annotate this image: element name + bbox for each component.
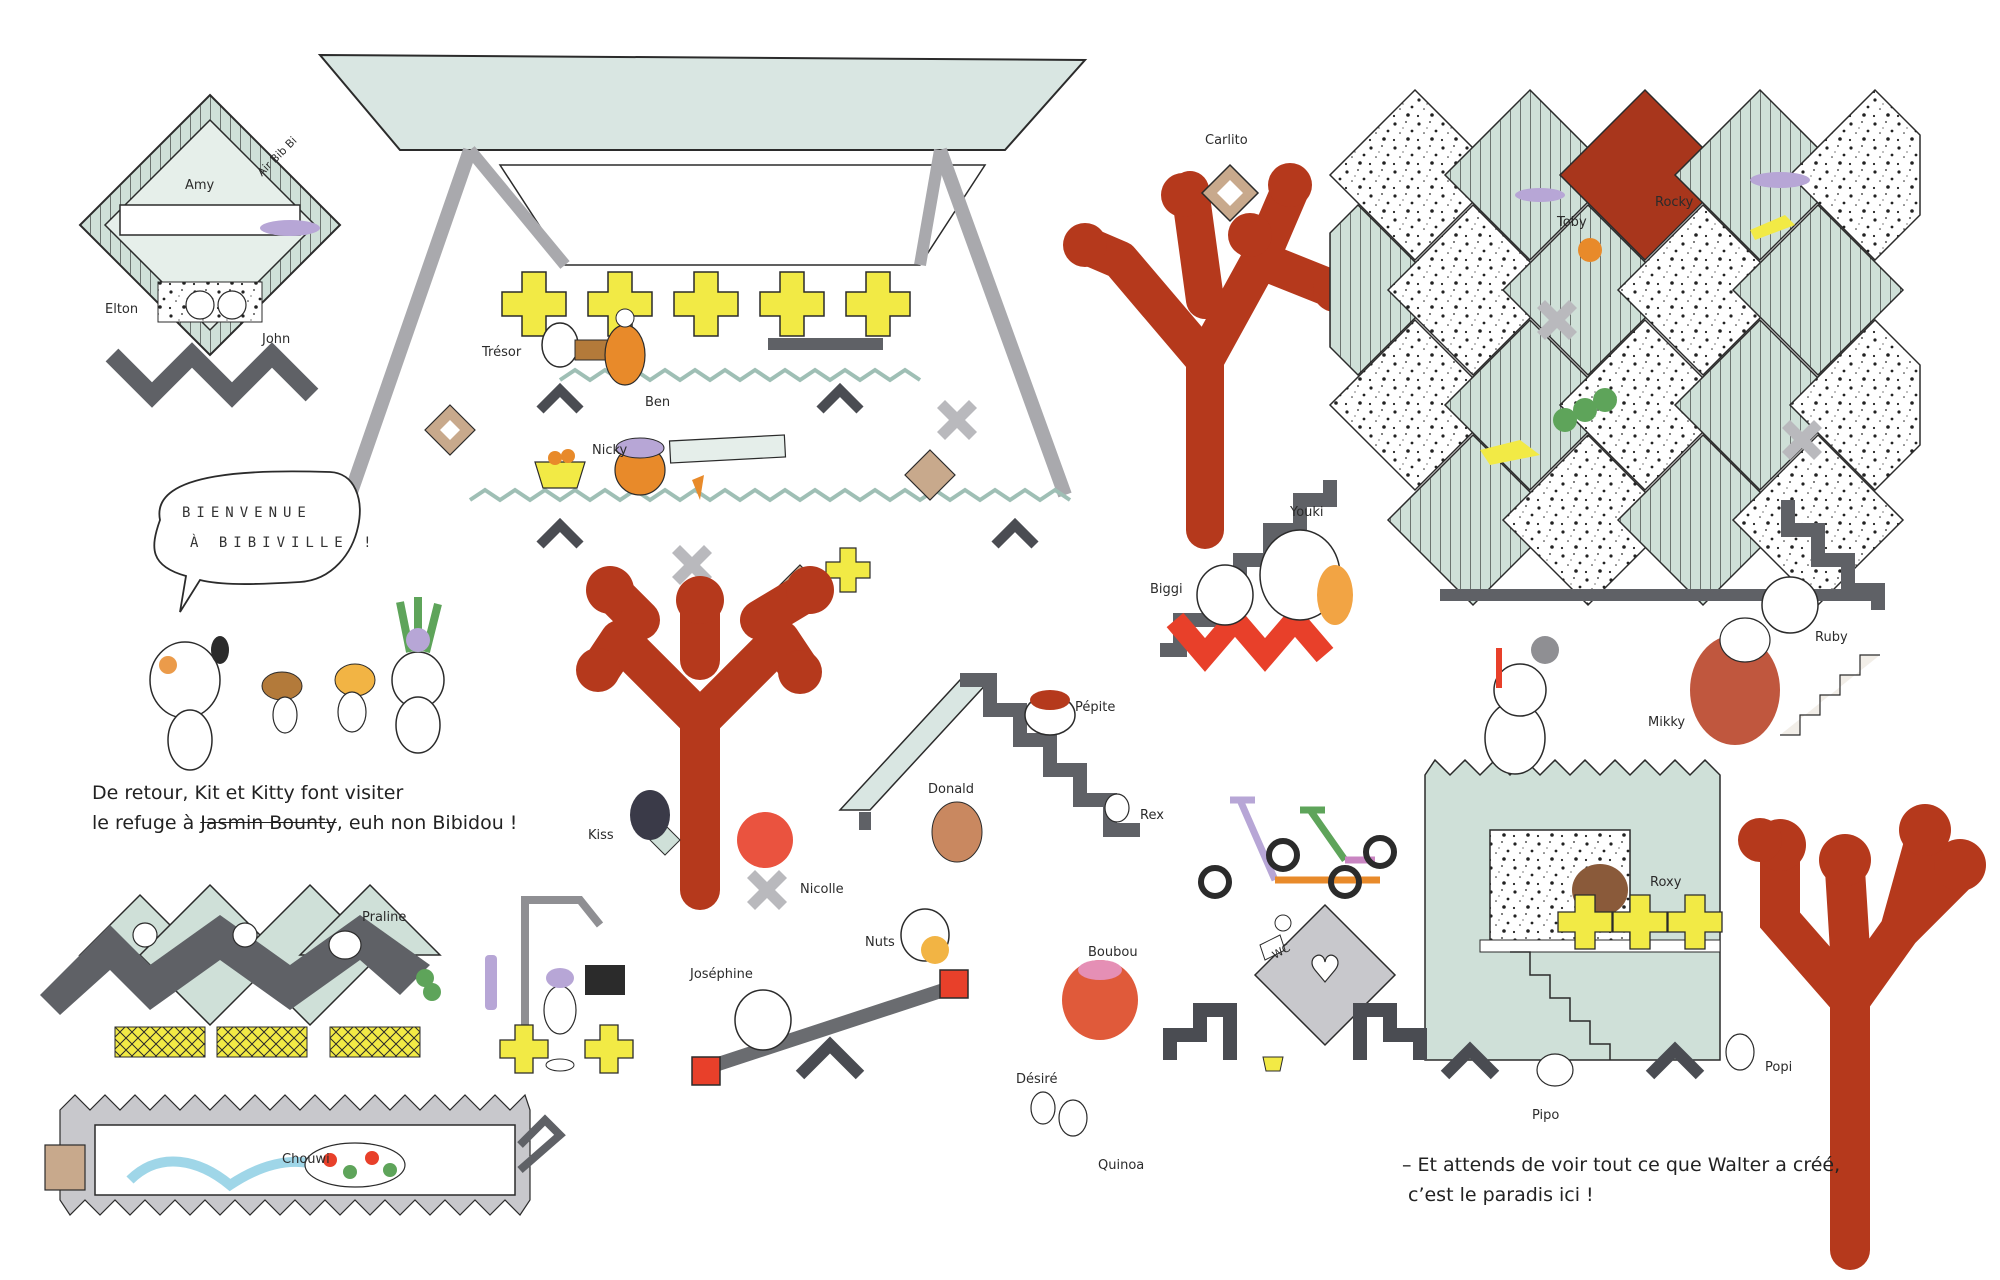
tree-carlito — [1063, 163, 1357, 549]
label-rocky: Rocky — [1655, 195, 1694, 210]
caption-left-line-2-start: le refuge à — [92, 812, 201, 834]
praline-houses — [40, 883, 442, 1027]
label-biggi: Biggi — [1150, 582, 1183, 597]
seesaw — [691, 908, 969, 1086]
label-pipo: Pipo — [1532, 1108, 1560, 1123]
label-rex: Rex — [1140, 808, 1164, 823]
caption-right: – Et attends de voir tout ce que Walter … — [1402, 1150, 1840, 1210]
caption-left-line-2: le refuge à Jasmin Bounty, euh non Bibid… — [92, 808, 517, 838]
label-nicky: Nicky — [592, 443, 628, 458]
label-josephine: Joséphine — [690, 967, 753, 982]
label-donald: Donald — [928, 782, 975, 797]
canopy-structure — [317, 53, 1088, 549]
tree-kiss — [576, 566, 834, 910]
label-carlito: Carlito — [1205, 133, 1248, 148]
chouwi-pool — [44, 1093, 566, 1216]
label-elton: Elton — [105, 302, 139, 317]
scooters — [1198, 796, 1397, 899]
label-boubou: Boubou — [1088, 945, 1138, 960]
label-nicolle: Nicolle — [800, 882, 844, 897]
tree-right — [1738, 804, 1986, 1270]
rex-figure — [1104, 793, 1130, 823]
label-kiss: Kiss — [588, 828, 614, 843]
canopy-animals — [541, 308, 704, 500]
label-youki: Youki — [1290, 505, 1324, 520]
caption-left-line-2-end: , euh non Bibidou ! — [336, 812, 518, 834]
bubble-line-2: À BIBIVILLE ! — [190, 535, 378, 551]
label-ruby: Ruby — [1815, 630, 1848, 645]
shower-crosses — [499, 1024, 634, 1074]
boubou-group — [1030, 960, 1138, 1137]
label-praline: Praline — [362, 910, 407, 925]
donald-bear — [931, 801, 983, 863]
diamond-lattice-building — [1328, 88, 1921, 607]
label-quinoa: Quinoa — [1098, 1158, 1145, 1173]
label-roxy: Roxy — [1650, 875, 1682, 890]
label-ben: Ben — [645, 395, 671, 410]
ruby-mikky — [1690, 576, 1880, 745]
roxy-crosses — [1557, 894, 1723, 950]
lattice-decor — [1480, 172, 1822, 465]
speech-bubble — [153, 470, 361, 613]
caption-left: De retour, Kit et Kitty font visiter le … — [92, 778, 517, 838]
label-tresor: Trésor — [482, 345, 522, 360]
label-chouwi: Chouwi — [282, 1152, 330, 1167]
yellow-mats — [114, 1026, 421, 1058]
bubble-line-1: BIENVENUE — [182, 505, 312, 521]
label-john: John — [262, 332, 291, 347]
pipo-figure — [1536, 1053, 1574, 1087]
youki-biggi-seat — [1166, 529, 1353, 672]
label-nuts: Nuts — [865, 935, 895, 950]
caption-right-line-2: c’est le paradis ici ! — [1408, 1184, 1594, 1206]
caption-left-strike: Jasmin Bounty — [200, 812, 337, 834]
wc-building — [1163, 903, 1427, 1072]
shower — [485, 896, 625, 1072]
airbnb-house — [78, 93, 342, 408]
popi-figure — [1725, 1033, 1755, 1071]
label-desire: Désiré — [1016, 1072, 1058, 1087]
carlito-frame — [1200, 163, 1260, 223]
label-mikky: Mikky — [1648, 715, 1686, 730]
kit-kitty-group — [149, 597, 445, 771]
kiss-nicolle — [630, 790, 793, 910]
caption-left-line-1: De retour, Kit et Kitty font visiter — [92, 782, 404, 804]
caption-right-line-1: – Et attends de voir tout ce que Walter … — [1402, 1154, 1841, 1176]
label-pepite: Pépite — [1075, 700, 1116, 715]
label-amy: Amy — [185, 178, 215, 193]
label-popi: Popi — [1765, 1060, 1793, 1075]
roxy-building — [1424, 636, 1721, 1080]
label-toby: Toby — [1557, 215, 1587, 230]
